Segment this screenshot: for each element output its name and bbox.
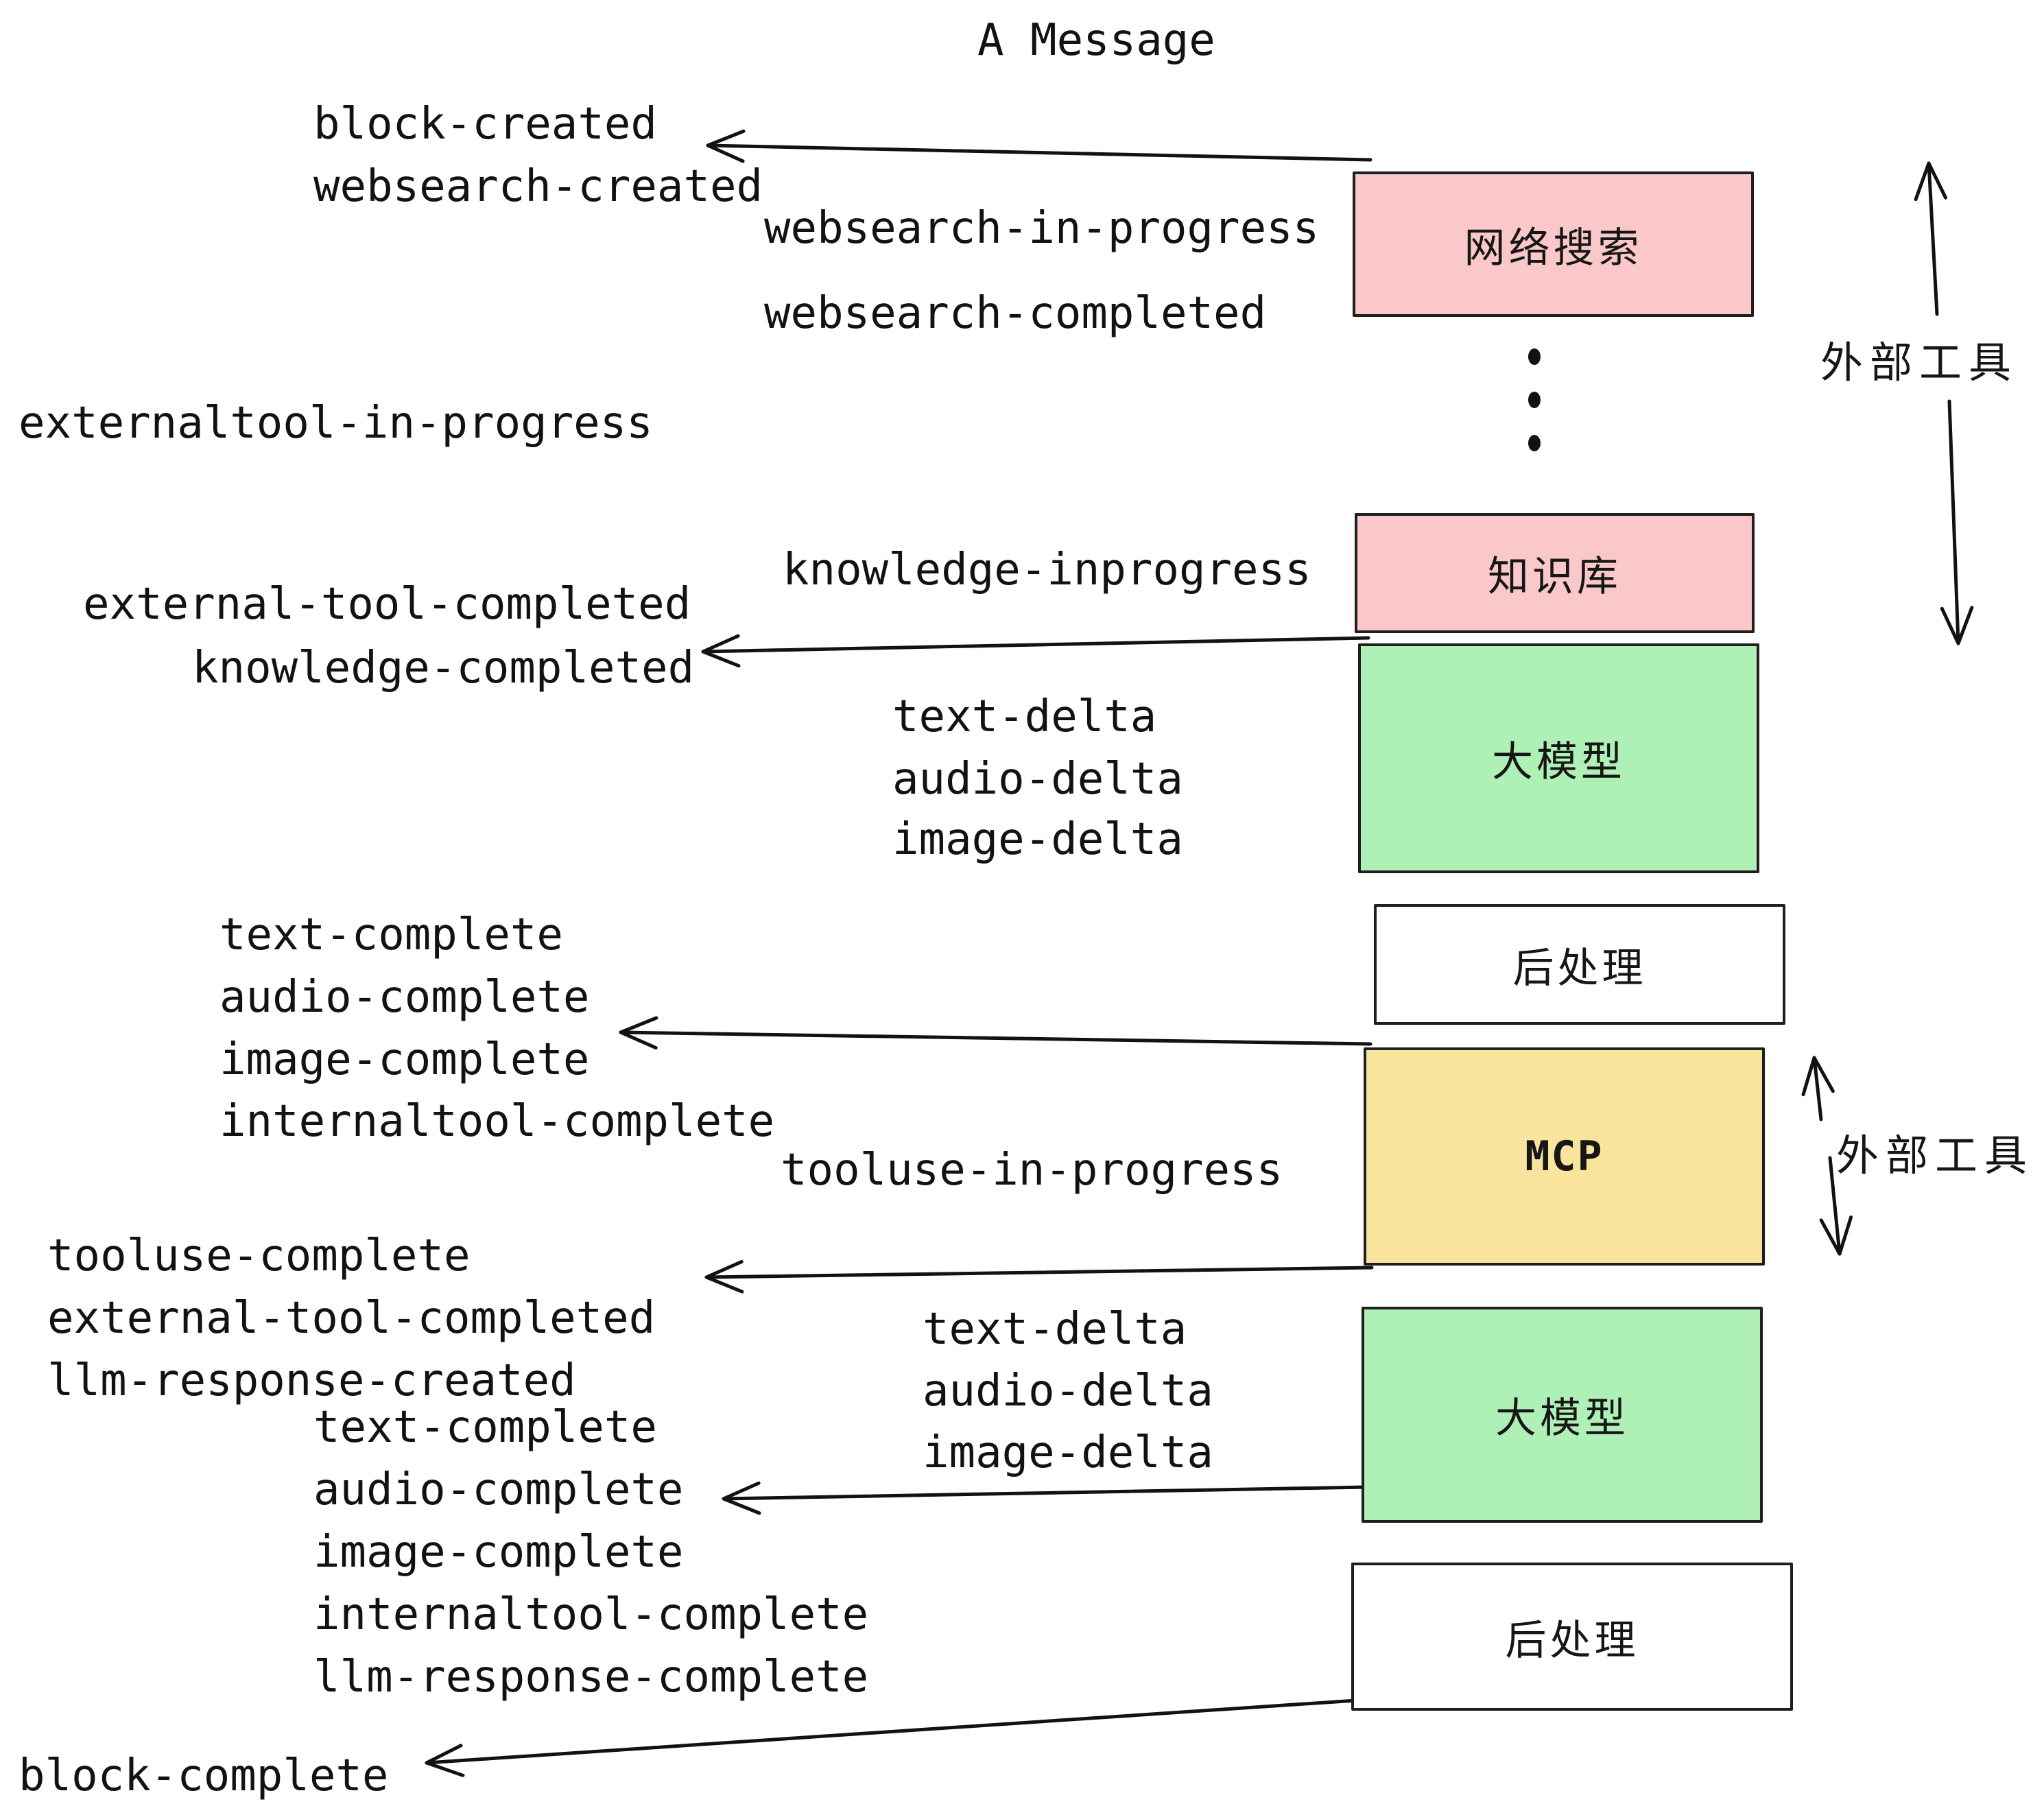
- llm-box-2: 大模型: [1362, 1307, 1763, 1523]
- mcp-box: MCP: [1364, 1047, 1765, 1266]
- event-internaltool-complete-2: internaltool-complete: [313, 1589, 869, 1640]
- postprocess-box-2: 后处理: [1351, 1563, 1793, 1711]
- event-audio-complete-2: audio-complete: [313, 1464, 684, 1515]
- event-internaltool-complete-1: internaltool-complete: [219, 1096, 775, 1147]
- llm-box-1-label: 大模型: [1492, 738, 1626, 786]
- arrow-to-image-complete: [619, 1016, 1372, 1050]
- event-block-complete: block-complete: [19, 1750, 389, 1801]
- websearch-box-label: 网络搜索: [1464, 224, 1643, 272]
- arrow-to-websearch-created: [706, 129, 1372, 163]
- event-websearch-in-progress: websearch-in-progress: [764, 203, 1320, 254]
- event-tooluse-in-progress: tooluse-in-progress: [781, 1145, 1283, 1196]
- event-knowledge-completed: knowledge-completed: [192, 643, 695, 693]
- vertical-ellipsis-dots: [1528, 348, 1541, 451]
- external-tools-label-1: 外部工具: [1820, 337, 2019, 388]
- event-external-tool-completed-2: external-tool-completed: [47, 1293, 656, 1344]
- external-tools-up-arrow-1: [1914, 161, 1948, 316]
- event-llm-response-complete: llm-response-complete: [313, 1652, 869, 1702]
- arrow-to-knowledge-completed: [701, 634, 1370, 668]
- postprocess-box-1: 后处理: [1374, 904, 1785, 1025]
- external-tools-down-arrow-2: [1819, 1156, 1853, 1256]
- diagram-title: A Message: [977, 15, 1215, 66]
- llm-box-1: 大模型: [1358, 643, 1759, 873]
- event-externaltool-in-progress: externaltool-in-progress: [19, 398, 653, 449]
- event-text-complete-1: text-complete: [219, 910, 563, 960]
- event-block-created: block-created: [313, 99, 657, 150]
- arrow-to-tooluse-complete: [704, 1259, 1374, 1294]
- external-tools-up-arrow-2: [1801, 1056, 1835, 1121]
- external-tools-label-2: 外部工具: [1836, 1130, 2034, 1180]
- knowledge-box-label: 知识库: [1488, 553, 1621, 601]
- event-tooluse-complete: tooluse-complete: [47, 1231, 471, 1281]
- event-audio-delta-2: audio-delta: [923, 1366, 1213, 1416]
- event-image-delta-1: image-delta: [892, 814, 1183, 865]
- llm-box-2-label: 大模型: [1495, 1394, 1629, 1443]
- mcp-box-label: MCP: [1525, 1132, 1604, 1180]
- knowledge-box: 知识库: [1355, 513, 1755, 633]
- event-external-tool-completed-1: external-tool-completed: [83, 579, 691, 630]
- external-tools-down-arrow-1: [1940, 399, 1974, 645]
- event-text-delta-1: text-delta: [892, 691, 1157, 742]
- event-image-delta-2: image-delta: [923, 1427, 1213, 1478]
- event-image-complete-2: image-complete: [313, 1527, 684, 1578]
- event-llm-response-created: llm-response-created: [47, 1355, 576, 1406]
- event-image-complete-1: image-complete: [219, 1034, 590, 1085]
- event-websearch-created: websearch-created: [313, 161, 763, 212]
- event-knowledge-inprogress: knowledge-inprogress: [783, 545, 1311, 595]
- event-websearch-completed: websearch-completed: [764, 288, 1267, 339]
- event-audio-delta-1: audio-delta: [892, 754, 1183, 805]
- postprocess-box-1-label: 后处理: [1512, 944, 1647, 993]
- websearch-box: 网络搜索: [1353, 171, 1754, 317]
- arrow-to-audio-complete: [722, 1481, 1368, 1515]
- arrow-to-block-complete: [425, 1698, 1368, 1777]
- event-text-complete-2: text-complete: [313, 1402, 657, 1453]
- event-text-delta-2: text-delta: [923, 1304, 1187, 1355]
- event-audio-complete-1: audio-complete: [219, 972, 590, 1023]
- postprocess-box-2-label: 后处理: [1505, 1616, 1639, 1665]
